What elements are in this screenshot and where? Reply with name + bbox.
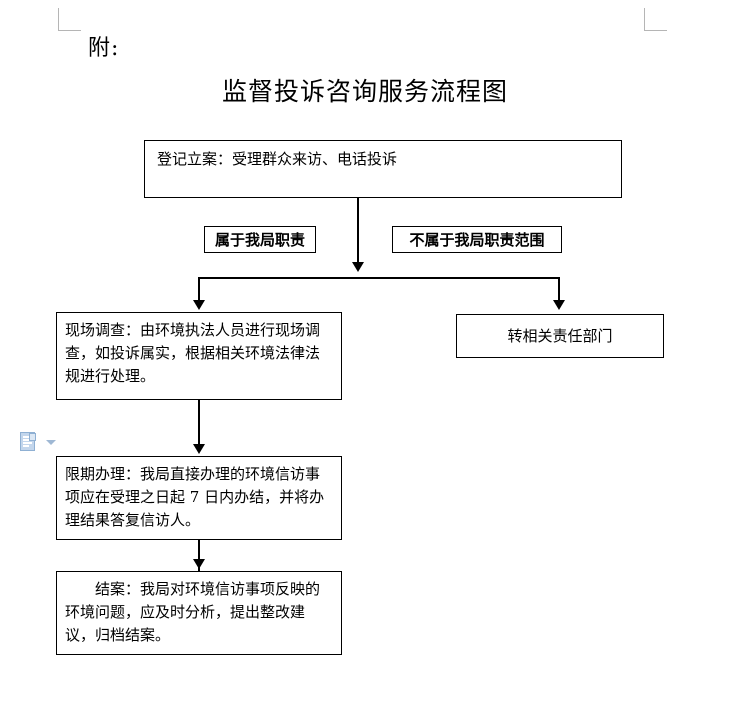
connector-split-left-arrowhead	[193, 300, 205, 310]
connector-investigate-arrowhead	[193, 444, 205, 454]
connector-register-to-split	[357, 198, 359, 264]
connector-split-right-arrowhead	[553, 300, 565, 310]
flow-node-in-scope[interactable]: 属于我局职责	[204, 226, 316, 253]
paste-options-smart-tag[interactable]	[20, 432, 64, 454]
flow-node-transfer-label: 转相关责任部门	[507, 327, 613, 345]
connector-register-arrowhead	[352, 262, 364, 272]
flow-node-register[interactable]: 登记立案：受理群众来访、电话投诉	[144, 140, 622, 198]
flow-node-investigate-label: 现场调查：由环境执法人员进行现场调查，如投诉属实，根据相关环境法律法规进行处理。	[65, 321, 321, 385]
flow-node-handle-label: 限期办理：我局直接办理的环境信访事项应在受理之日起 7 日内办结，并将办理结果答…	[65, 465, 325, 529]
paste-options-icon-fold	[29, 433, 36, 441]
flow-node-out-of-scope-label: 不属于我局职责范围	[409, 230, 545, 249]
flow-node-out-of-scope[interactable]: 不属于我局职责范围	[392, 226, 562, 253]
page-title: 监督投诉咨询服务流程图	[221, 77, 508, 106]
flow-node-in-scope-label: 属于我局职责	[214, 230, 305, 249]
flow-node-close[interactable]: 结案：我局对环境信访事项反映的环境问题，应及时分析，提出整改建议，归档结案。	[56, 571, 342, 655]
connector-investigate-to-handle	[198, 400, 200, 446]
flow-node-close-label: 结案：我局对环境信访事项反映的环境问题，应及时分析，提出整改建议，归档结案。	[65, 580, 321, 644]
chevron-down-icon[interactable]	[46, 440, 56, 445]
connector-split-right-stem	[558, 277, 560, 302]
flow-node-investigate[interactable]: 现场调查：由环境执法人员进行现场调查，如投诉属实，根据相关环境法律法规进行处理。	[56, 312, 342, 400]
flow-node-handle[interactable]: 限期办理：我局直接办理的环境信访事项应在受理之日起 7 日内办结，并将办理结果答…	[56, 456, 342, 540]
page-margin-mark-top-left	[58, 8, 81, 31]
flow-node-register-label: 登记立案：受理群众来访、电话投诉	[157, 150, 398, 168]
attachment-label: 附:	[88, 36, 120, 61]
page-margin-mark-top-right	[644, 8, 667, 31]
connector-split-left-stem	[198, 277, 200, 302]
flow-node-transfer[interactable]: 转相关责任部门	[456, 314, 664, 358]
connector-handle-arrowhead	[193, 559, 205, 569]
connector-split-bus	[198, 277, 560, 279]
